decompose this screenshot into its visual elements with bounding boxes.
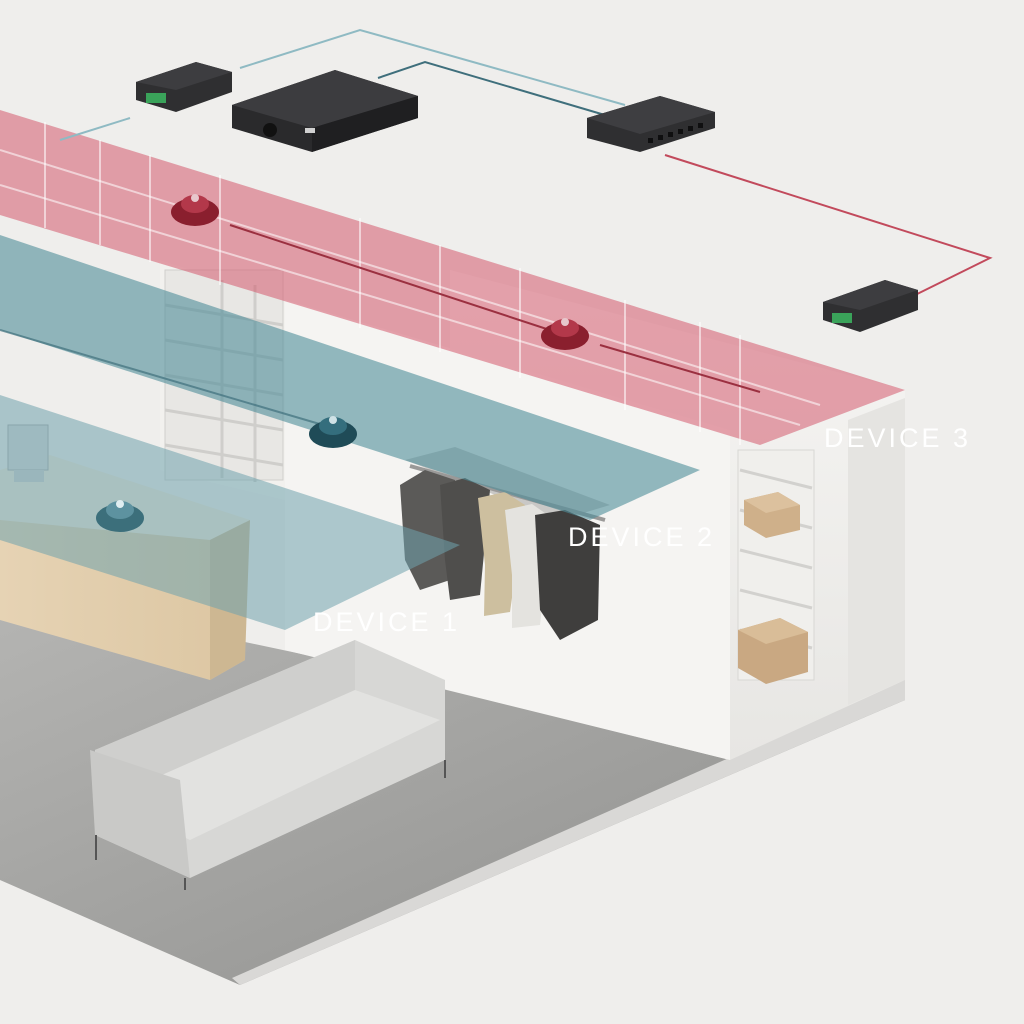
shirt: [440, 478, 490, 600]
audio-endpoint-icon: [823, 280, 918, 332]
zone-overlay-device-1: [0, 395, 460, 630]
ceiling-speaker-icon: [309, 416, 357, 448]
shirt: [535, 510, 600, 640]
cardboard-box-bottom: [738, 618, 808, 684]
zone-label-device-3: DEVICE 3: [824, 423, 971, 453]
zone-overlay-device-2: [0, 235, 700, 520]
cable-speaker-device-3: [229, 224, 761, 393]
cardboard-box-top: [744, 492, 800, 538]
zone-overlay-device-3: [0, 110, 905, 445]
cable-speaker-device-2: [0, 329, 341, 431]
amplifier-icon: [232, 70, 418, 152]
sofa: [90, 640, 446, 890]
audio-endpoint-icon: [136, 62, 232, 112]
ceiling-speaker-icon: [171, 194, 219, 226]
cable-network: [59, 28, 993, 301]
ceiling-speaker-icon: [541, 318, 589, 350]
zone-label-device-1: DEVICE 1: [313, 607, 460, 637]
ceiling-speaker-icon: [96, 500, 144, 532]
zone-label-device-2: DEVICE 2: [568, 522, 715, 552]
network-switch-icon: [587, 96, 715, 152]
